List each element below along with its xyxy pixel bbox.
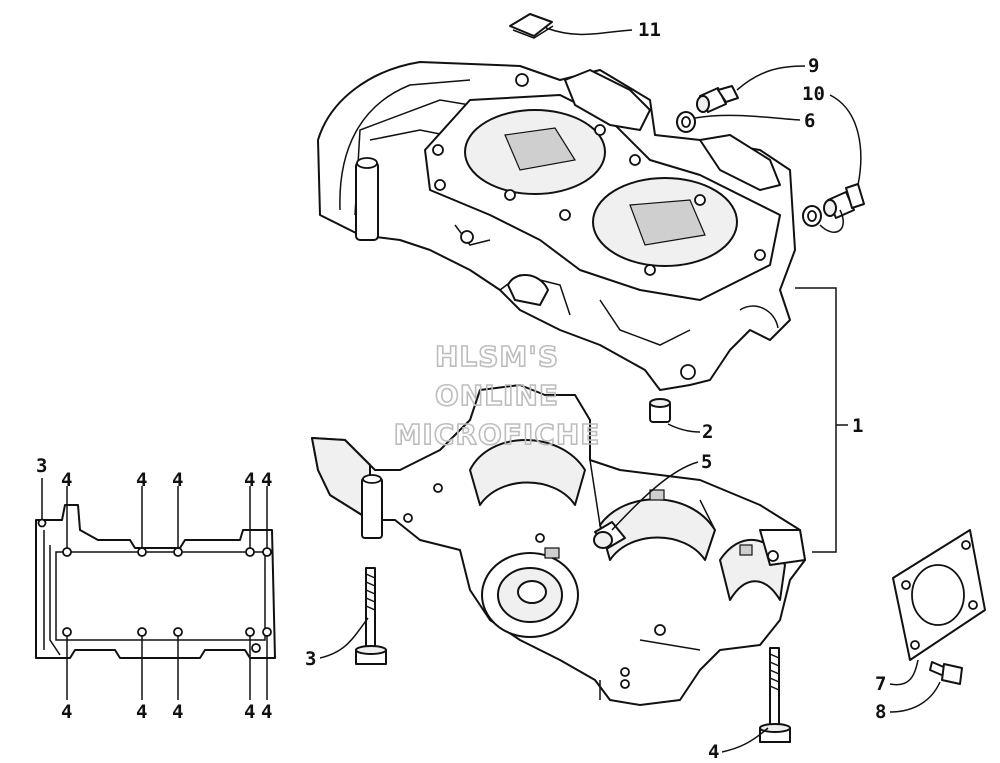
bolt-part-4 <box>759 647 791 743</box>
bolt-part-10 <box>823 183 865 219</box>
lower-crankcase <box>311 384 806 706</box>
callout-4-gasket-bot-2: 4 <box>136 701 147 723</box>
gasket-leader-lines <box>41 478 268 700</box>
callout-4-gasket-top-1: 4 <box>61 469 72 491</box>
callout-1: 1 <box>852 415 863 437</box>
bolt-part-8 <box>929 661 963 685</box>
callout-4-gasket-top-2: 4 <box>136 469 147 491</box>
bracket-part-1 <box>795 287 848 553</box>
washer-part-6-upper <box>676 111 696 133</box>
callout-2: 2 <box>702 421 713 443</box>
callout-9: 9 <box>808 55 819 77</box>
callout-4-gasket-top-3: 4 <box>172 469 183 491</box>
washer-part-6-lower <box>802 205 822 227</box>
leader-lines <box>319 27 941 753</box>
watermark: HLSM'S ONLINE MICROFICHE <box>393 339 601 452</box>
callout-5: 5 <box>701 451 712 473</box>
bolt-part-3 <box>355 567 387 665</box>
callout-4-gasket-top-5: 4 <box>261 469 272 491</box>
watermark-line-2: ONLINE <box>435 379 559 412</box>
callout-6: 6 <box>804 110 815 132</box>
callout-4-gasket-bot-1: 4 <box>61 701 72 723</box>
callout-4-gasket-bot-3: 4 <box>172 701 183 723</box>
callout-7: 7 <box>875 673 886 695</box>
flange-gasket-part-7 <box>892 529 986 661</box>
callout-3-bolt: 3 <box>305 648 316 670</box>
base-gasket-outline <box>35 504 276 659</box>
cap-part-11 <box>509 13 554 39</box>
bushing-part-5 <box>593 521 626 549</box>
callout-labels: 11 9 10 6 1 2 5 3 4 4 4 4 4 4 4 4 4 4 3 … <box>36 19 886 763</box>
callout-4-gasket-bot-4: 4 <box>244 701 255 723</box>
callout-11: 11 <box>638 19 661 41</box>
callout-4-gasket-top-4: 4 <box>244 469 255 491</box>
dowel-part-2 <box>649 398 671 423</box>
callout-3-gasket: 3 <box>36 455 47 477</box>
callout-8: 8 <box>875 701 886 723</box>
callout-10: 10 <box>802 83 825 105</box>
callout-4-gasket-bot-5: 4 <box>261 701 272 723</box>
upper-crankcase <box>317 61 796 391</box>
watermark-line-3: MICROFICHE <box>394 418 601 451</box>
callout-4-bolt: 4 <box>708 741 719 763</box>
plug-part-9 <box>696 85 739 113</box>
watermark-line-1: HLSM'S <box>435 340 559 373</box>
